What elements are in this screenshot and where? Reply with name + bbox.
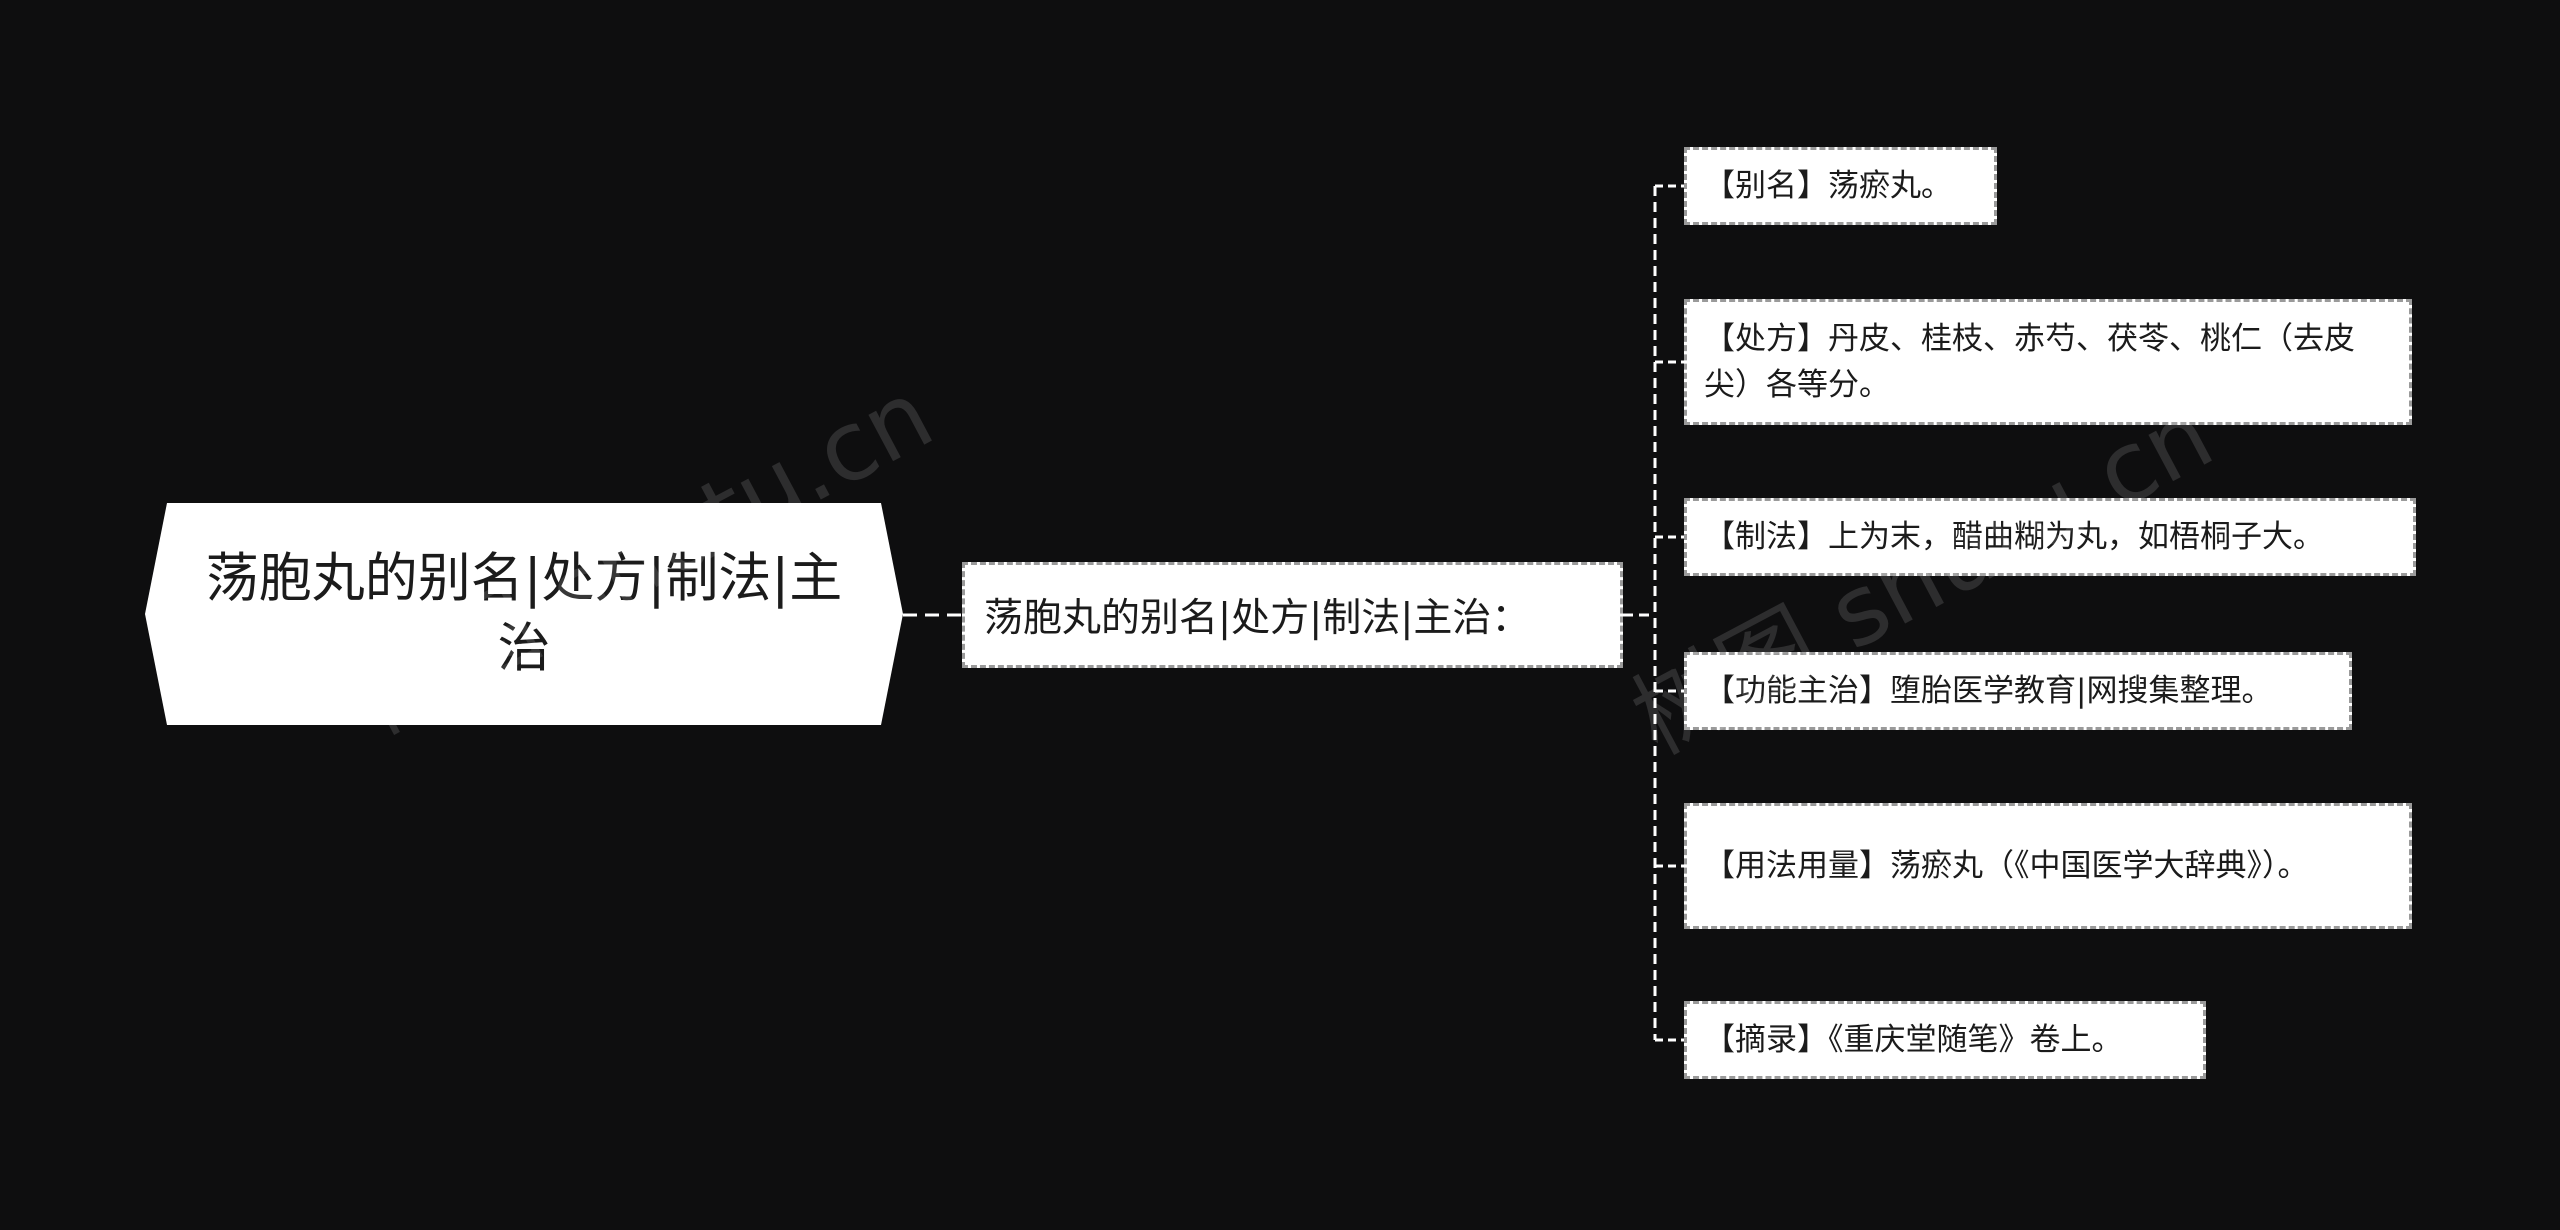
root-node-shape xyxy=(145,503,903,725)
leaf-node-label: 【别名】荡瘀丸。 xyxy=(1704,168,1952,204)
leaf-node-label: 【功能主治】堕胎医学教育|网搜集整理。 xyxy=(1704,673,2273,709)
leaf-node-usage[interactable]: 【用法用量】荡瘀丸（《中国医学大辞典》）。 xyxy=(1684,803,2412,929)
leaf-node-label: 【用法用量】荡瘀丸（《中国医学大辞典》）。 xyxy=(1704,848,2309,884)
leaf-node-label: 【处方】丹皮、桂枝、赤芍、茯苓、桃仁（去皮尖）各等分。 xyxy=(1704,321,2355,403)
leaf-node-alias[interactable]: 【别名】荡瘀丸。 xyxy=(1684,147,1997,225)
branch-node-label: 荡胞丸的别名|处方|制法|主治： xyxy=(984,596,1531,641)
leaf-node-indications[interactable]: 【功能主治】堕胎医学教育|网搜集整理。 xyxy=(1684,652,2352,730)
root-node-label: 荡胞丸的别名|处方|制法|主治 xyxy=(205,548,843,679)
branch-node[interactable]: 荡胞丸的别名|处方|制法|主治： xyxy=(962,562,1623,668)
root-node[interactable]: 荡胞丸的别名|处方|制法|主治 xyxy=(145,503,903,725)
leaf-node-label: 【制法】上为末，醋曲糊为丸，如梧桐子大。 xyxy=(1704,519,2324,555)
leaf-node-prescription[interactable]: 【处方】丹皮、桂枝、赤芍、茯苓、桃仁（去皮尖）各等分。 xyxy=(1684,299,2412,425)
leaf-node-excerpt[interactable]: 【摘录】《重庆堂随笔》卷上。 xyxy=(1684,1001,2206,1079)
leaf-node-preparation[interactable]: 【制法】上为末，醋曲糊为丸，如梧桐子大。 xyxy=(1684,498,2416,576)
leaf-node-label: 【摘录】《重庆堂随笔》卷上。 xyxy=(1704,1022,2123,1058)
